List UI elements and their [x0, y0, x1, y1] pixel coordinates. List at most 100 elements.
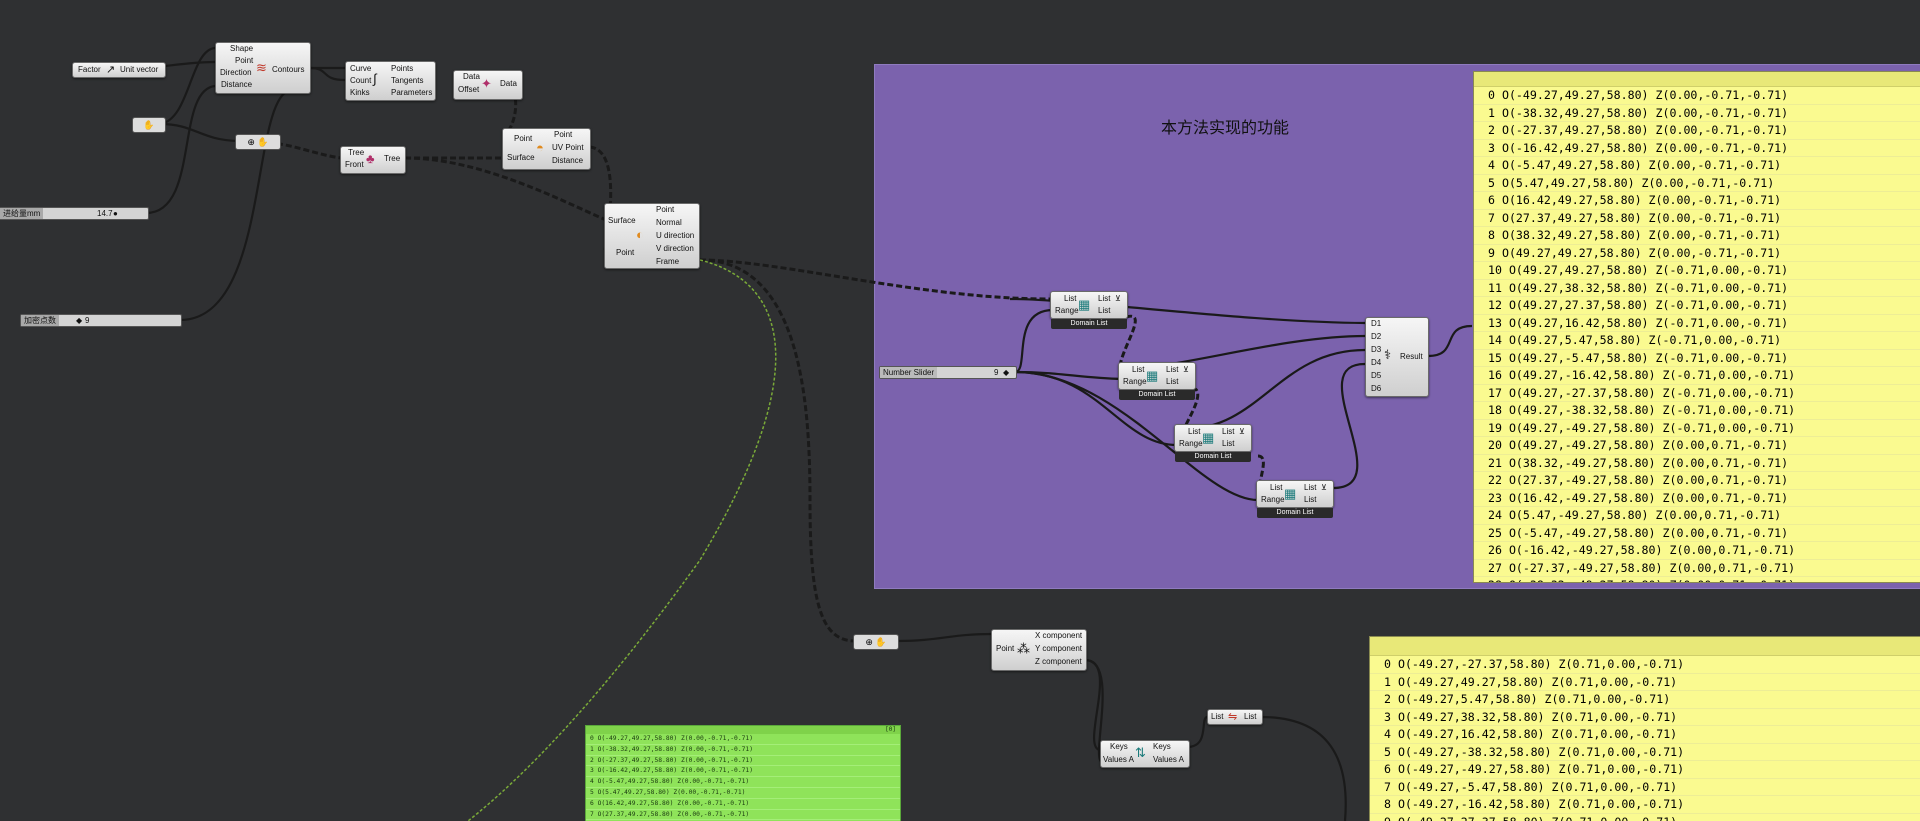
wire	[1427, 324, 1473, 358]
slider-grip[interactable]: ◆	[1003, 368, 1010, 377]
point-output-label: Point	[554, 130, 573, 139]
divide-curve-component[interactable]: Curve Count Kinks ∫ Points Tangents Para…	[345, 61, 436, 101]
uv-point-output-label: UV Point	[552, 143, 584, 152]
wire-tree	[699, 258, 1051, 301]
deconstruct-point-component[interactable]: Point ⁂ X component Y component Z compon…	[991, 629, 1087, 671]
panel-row: 22 O(27.37,-49.27,58.80) Z(0.00,0.71,-0.…	[1474, 472, 1920, 490]
panel-row: 1 O(-49.27,49.27,58.80) Z(0.71,0.00,-0.7…	[1370, 674, 1920, 691]
range-input-label: Range	[1123, 377, 1147, 386]
panel-row: 0 O(-49.27,49.27,58.80) Z(0.00,-0.71,-0.…	[586, 734, 900, 745]
slider-grip[interactable]: ●	[113, 209, 118, 218]
domain-list-component-4[interactable]: List Range ▦ List List ⊻ Domain List	[1256, 480, 1334, 518]
shape-input-label: Shape	[230, 44, 254, 53]
pull-point-icon: ◓	[536, 140, 544, 155]
panel-rows: 0 O(-49.27,49.27,58.80) Z(0.00,-0.71,-0.…	[586, 734, 900, 821]
reverse-list-component[interactable]: List ⇋ List	[1207, 709, 1263, 725]
list-output-label: List	[1222, 439, 1235, 448]
shift-data-component[interactable]: Data Offset ✦ Data	[453, 70, 523, 100]
sorted-output-panel[interactable]: 0 O(-49.27,-27.37,58.80) Z(0.71,0.00,-0.…	[1369, 636, 1920, 821]
domain-list-component-2[interactable]: List Range ▦ List List ⊻ Domain List	[1118, 362, 1196, 400]
list-input-label: List	[1211, 712, 1224, 721]
list-input-label: List	[1064, 294, 1077, 303]
panel-rows: 0 O(-49.27,49.27,58.80) Z(0.00,-0.71,-0.…	[1474, 87, 1920, 582]
panel-row: 6 O(16.42,49.27,58.80) Z(0.00,-0.71,-0.7…	[1474, 192, 1920, 210]
output-panel[interactable]: 0 O(-49.27,49.27,58.80) Z(0.00,-0.71,-0.…	[1473, 71, 1920, 583]
group-title: 本方法实现的功能	[1161, 118, 1290, 137]
list-output-label: List	[1304, 495, 1317, 504]
points-output-label: Points	[391, 64, 414, 73]
d3-input-label: D3	[1371, 345, 1382, 354]
panel-row: 4 O(-5.47,49.27,58.80) Z(0.00,-0.71,-0.7…	[1474, 157, 1920, 175]
wire	[179, 88, 291, 322]
slider-grip[interactable]: ◆	[76, 316, 83, 325]
surface-input-label: Surface	[507, 153, 535, 162]
panel-header: [0]	[586, 726, 900, 734]
panel-row: 8 O(-49.27,-16.42,58.80) Z(0.71,0.00,-0.…	[1370, 796, 1920, 814]
tree-input-label: Tree	[348, 148, 365, 157]
graft-toggle[interactable]: ⊕ ✋	[853, 634, 899, 650]
panel-row: 9 O(49.27,49.27,58.80) Z(0.00,-0.71,-0.7…	[1474, 245, 1920, 262]
panel-row: 11 O(49.27,38.32,58.80) Z(-0.71,0.00,-0.…	[1474, 280, 1920, 297]
panel-row: 6 O(16.42,49.27,58.80) Z(0.00,-0.71,-0.7…	[586, 799, 900, 810]
d2-input-label: D2	[1371, 332, 1382, 341]
dropdown-arrow-icon[interactable]: ⊻	[1115, 294, 1121, 303]
panel-row: 16 O(49.27,-16.42,58.80) Z(-0.71,0.00,-0…	[1474, 367, 1920, 385]
panel-row: 10 O(49.27,49.27,58.80) Z(-0.71,0.00,-0.…	[1474, 262, 1920, 280]
preview-panel[interactable]: [0] 0 O(-49.27,49.27,58.80) Z(0.00,-0.71…	[585, 725, 901, 821]
tree-icon: ♣	[366, 151, 375, 166]
panel-row: 24 O(5.47,-49.27,58.80) Z(0.00,0.71,-0.7…	[1474, 507, 1920, 525]
point-input-label: Point	[996, 644, 1015, 653]
list-output-label: List	[1244, 712, 1257, 721]
slider-name: Number Slider	[880, 367, 938, 378]
v-direction-output-label: V direction	[656, 244, 694, 253]
list-output-label: List	[1098, 306, 1111, 315]
evaluate-surface-component[interactable]: Surface Point ◐ Point Normal U direction…	[604, 203, 700, 269]
keys-input-label: Keys	[1110, 742, 1128, 751]
unit-vector-label: Unit vector	[120, 65, 159, 74]
merge-component[interactable]: D1 D2 D3 D4 D5 D6 ⚕ Result	[1365, 317, 1429, 397]
data-input-label: Data	[463, 72, 480, 81]
list-input-label: List	[1188, 427, 1201, 436]
list-input-label: List	[1132, 365, 1145, 374]
slider-value: 14.7	[97, 209, 113, 218]
sort-list-component[interactable]: Keys Values A ⇅ Keys Values A	[1100, 740, 1190, 768]
panel-row: 3 O(-16.42,49.27,58.80) Z(0.00,-0.71,-0.…	[1474, 140, 1920, 157]
contours-label: Contours	[272, 65, 305, 74]
panel-rows: 0 O(-49.27,-27.37,58.80) Z(0.71,0.00,-0.…	[1370, 656, 1920, 821]
unit-vector-component[interactable]: Factor ↗ Unit vector	[72, 62, 166, 78]
feed-slider[interactable]: 进给量mm 14.7 ●	[0, 207, 149, 220]
pull-point-component[interactable]: Point Surface ◓ Point UV Point Distance	[502, 128, 591, 170]
unit-vector-icon: ↗	[106, 64, 116, 76]
sort-icon: ⇅	[1135, 745, 1146, 760]
domain-list-tag: Domain List	[1257, 508, 1333, 518]
wire-tree	[267, 141, 343, 160]
domain-list-component-3[interactable]: List Range ▦ List List ⊻ Domain List	[1174, 424, 1252, 462]
range-input-label: Range	[1055, 306, 1079, 315]
tree-component[interactable]: Tree Front ♣ Tree	[340, 146, 406, 174]
contours-component[interactable]: Shape Point Direction Distance ≋ Contour…	[215, 42, 311, 94]
panel-row: 8 O(38.32,49.27,58.80) Z(0.00,-0.71,-0.7…	[1474, 227, 1920, 245]
domain-list-component-1[interactable]: List Range ▦ List List ⊻ Domain List	[1050, 291, 1128, 329]
result-output-label: Result	[1400, 352, 1423, 361]
wire	[1014, 308, 1054, 374]
dropdown-arrow-icon[interactable]: ⊻	[1183, 365, 1189, 374]
panel-row: 5 O(-49.27,-38.32,58.80) Z(0.71,0.00,-0.…	[1370, 744, 1920, 761]
panel-row: 17 O(49.27,-27.37,58.80) Z(-0.71,0.00,-0…	[1474, 385, 1920, 402]
graft-toggle[interactable]: ✋	[132, 117, 166, 133]
point-input-label: Point	[616, 248, 635, 257]
density-slider[interactable]: 加密点数 ◆ 9	[20, 314, 182, 327]
panel-row: 1 O(-38.32,49.27,58.80) Z(0.00,-0.71,-0.…	[1474, 105, 1920, 122]
panel-row: 2 O(-49.27,5.47,58.80) Z(0.71,0.00,-0.71…	[1370, 691, 1920, 709]
shift-icon: ✦	[481, 76, 492, 91]
wire	[145, 84, 216, 215]
offset-input-label: Offset	[458, 85, 480, 94]
dropdown-arrow-icon[interactable]: ⊻	[1321, 483, 1327, 492]
number-slider[interactable]: Number Slider 9 ◆	[879, 366, 1017, 379]
normal-output-label: Normal	[656, 218, 682, 227]
wire	[1184, 348, 1366, 431]
dropdown-arrow-icon[interactable]: ⊻	[1239, 427, 1245, 436]
panel-row: 14 O(49.27,5.47,58.80) Z(-0.71,0.00,-0.7…	[1474, 332, 1920, 350]
flatten-toggle[interactable]: ⊕ ✋	[235, 134, 281, 150]
panel-row: 0 O(-49.27,49.27,58.80) Z(0.00,-0.71,-0.…	[1474, 87, 1920, 105]
